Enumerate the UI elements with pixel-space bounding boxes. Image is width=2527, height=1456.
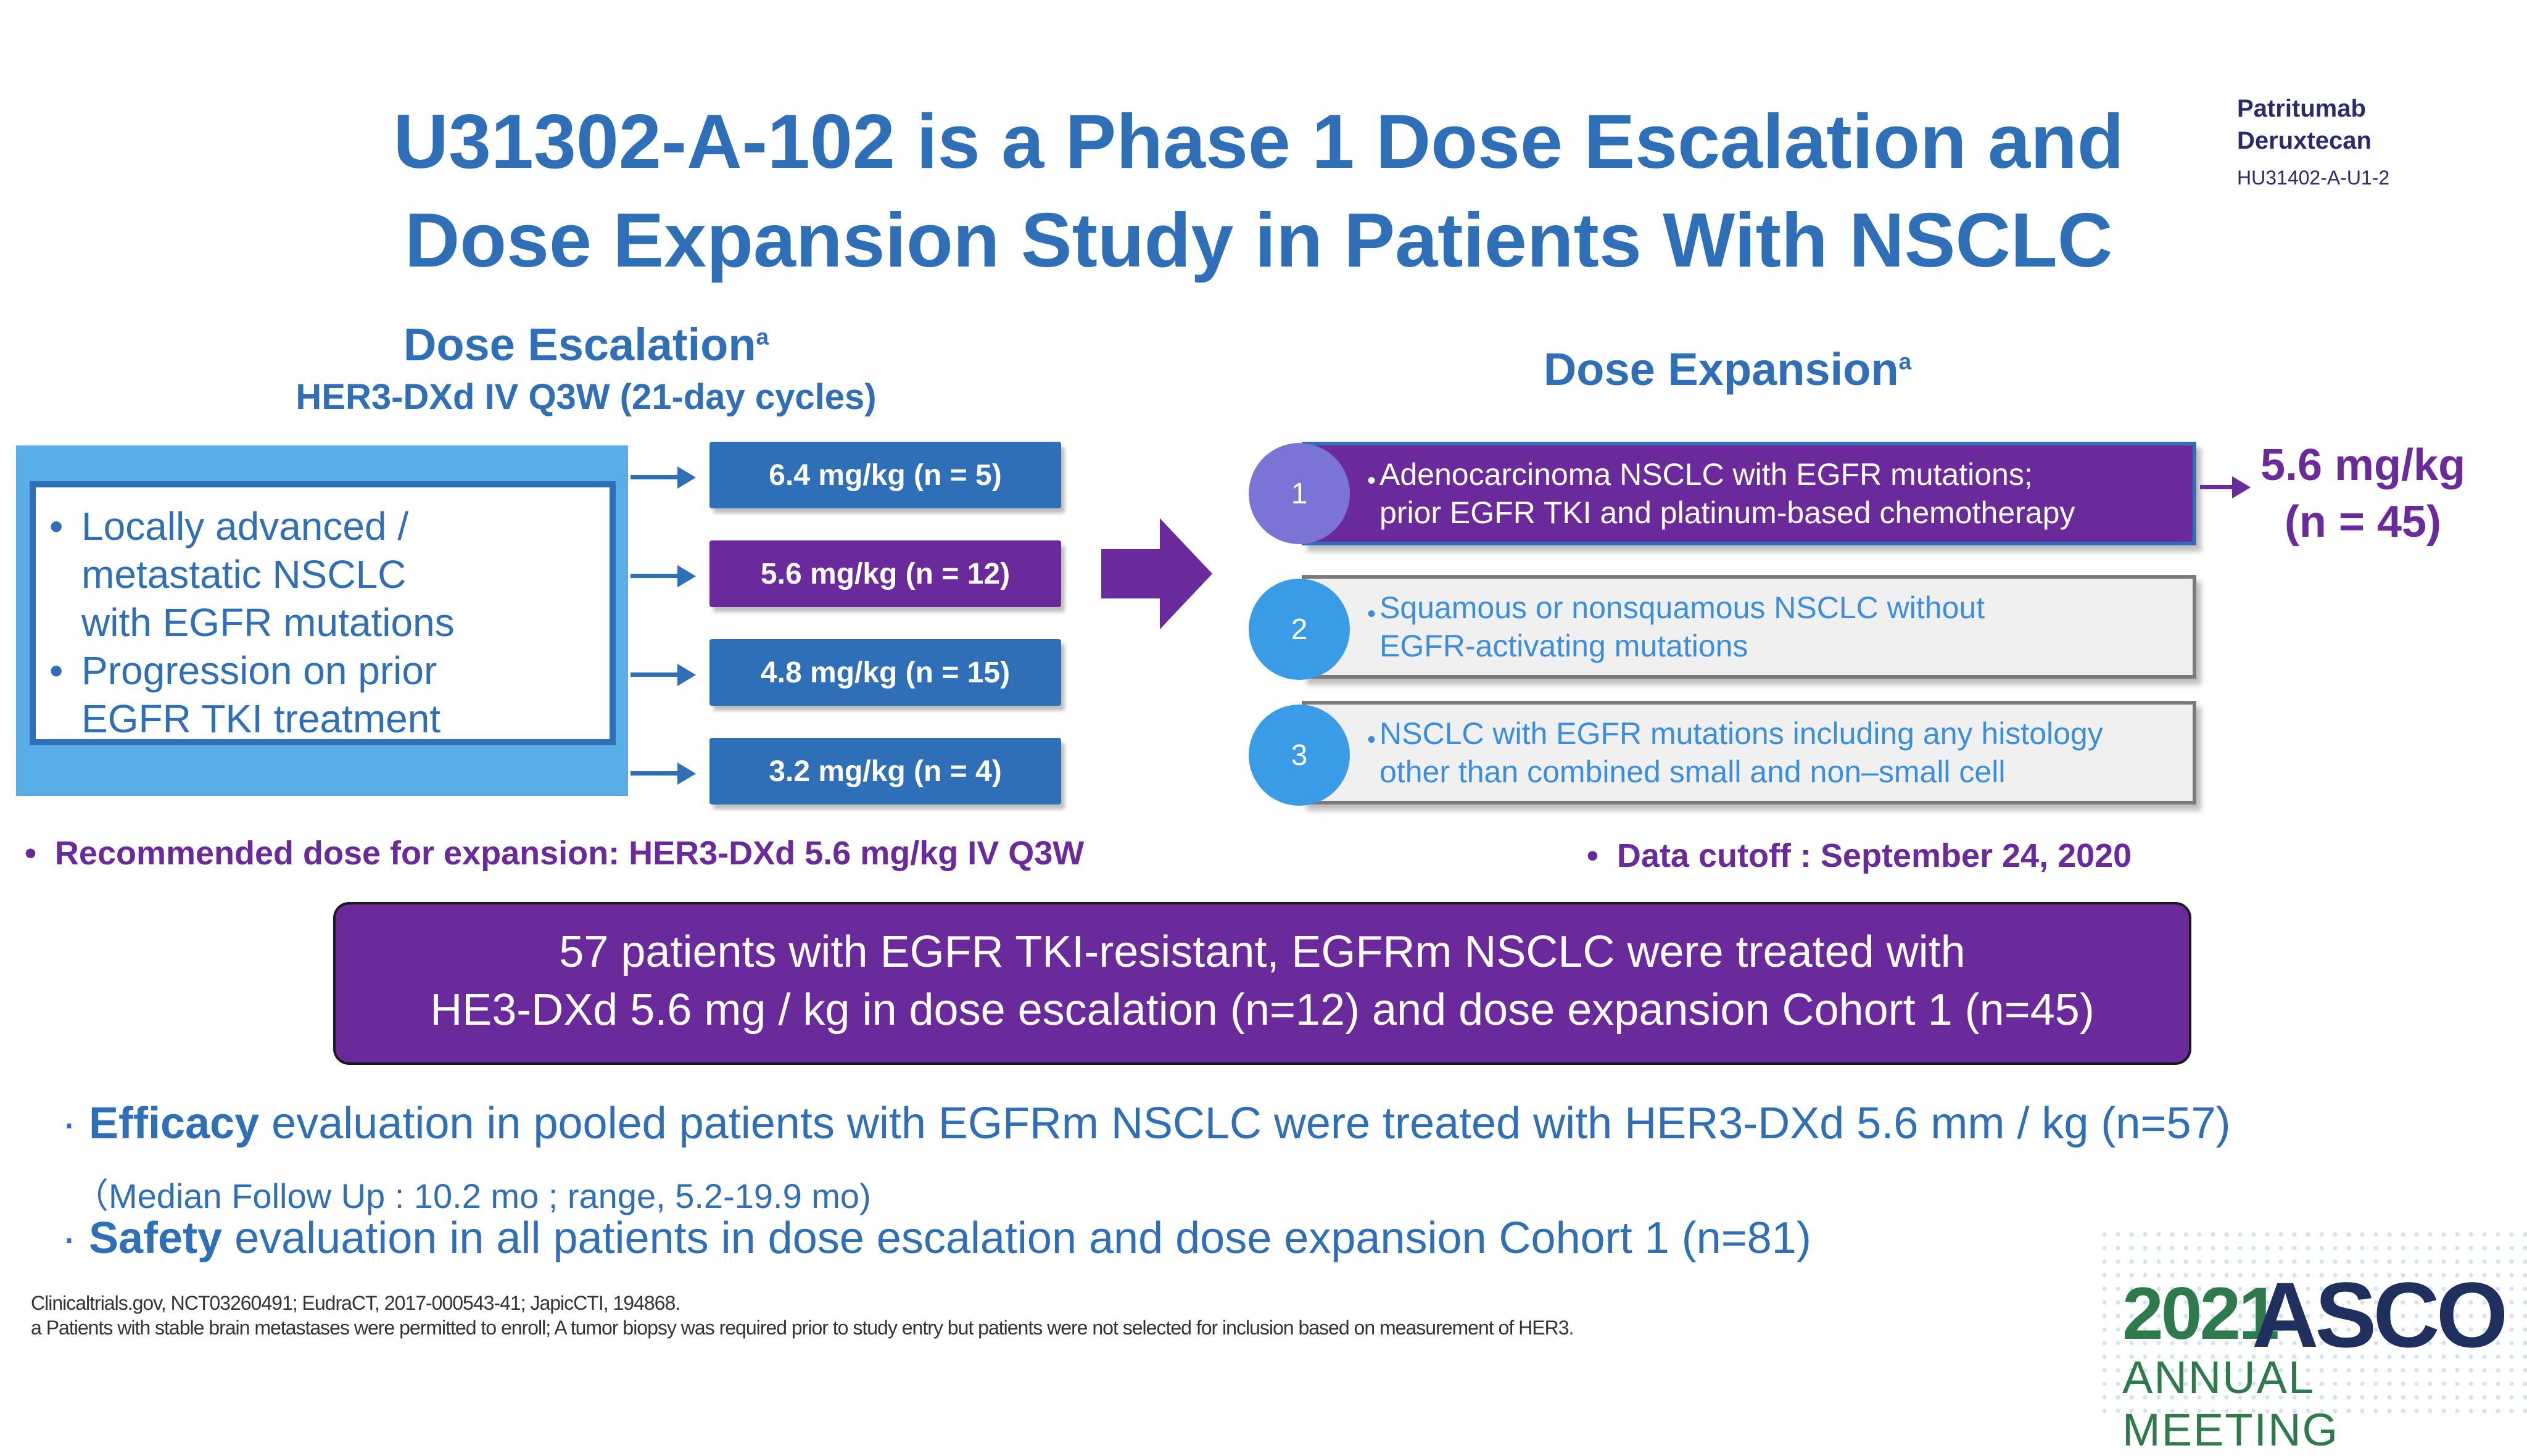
cohort-3-number: 3 xyxy=(1249,705,1350,806)
data-cutoff-note: • Data cutoff : September 24, 2020 xyxy=(1587,837,2132,874)
bullet-dot: • xyxy=(49,648,64,693)
expansion-dose: 5.6 mg/kg (n = 45) xyxy=(2258,437,2468,550)
safety-line: · Safety evaluation in all patients in d… xyxy=(62,1213,1811,1264)
logo-name: ASCO xyxy=(2252,1263,2508,1367)
brand-line-1: Patritumab xyxy=(2237,95,2366,122)
population-item: •Progression on prior xyxy=(49,647,610,695)
bullet-dot: • xyxy=(1587,837,1617,874)
dose-box-3-2: 3.2 mg/kg (n = 4) xyxy=(709,738,1061,805)
cohort-2-line-2: EGFR-activating mutations xyxy=(1379,629,1748,663)
page-title: U31302-A-102 is a Phase 1 Dose Escalatio… xyxy=(185,93,2332,290)
bullet-dot: · xyxy=(62,1214,89,1263)
followup-line: （Median Follow Up : 10.2 mo ; range, 5.2… xyxy=(74,1177,871,1215)
dose-box-4-8: 4.8 mg/kg (n = 15) xyxy=(709,639,1061,706)
footnote-2: a Patients with stable brain metastases … xyxy=(31,1317,1574,1339)
efficacy-label: Efficacy xyxy=(88,1099,260,1148)
cohort-2-line-1: Squamous or nonsquamous NSCLC without xyxy=(1379,590,1985,625)
safety-label: Safety xyxy=(88,1214,223,1263)
bullet-dot: · xyxy=(62,1099,89,1148)
dose-arrow-line xyxy=(631,771,680,776)
cohort-2-number: 2 xyxy=(1249,579,1350,680)
summary-line-2: HE3-DXd 5.6 mg / kg in dose escalation (… xyxy=(430,985,2095,1035)
escalation-heading-text: Dose Escalation xyxy=(403,319,756,370)
escalation-heading: Dose Escalationa xyxy=(154,318,1018,371)
efficacy-text: evaluation in pooled patients with EGFRm… xyxy=(259,1099,2231,1148)
expansion-arrow-line xyxy=(2200,485,2237,489)
population-box: •Locally advanced / metastatic NSCLC wit… xyxy=(30,481,616,745)
expansion-heading: Dose Expansiona xyxy=(1388,343,2067,395)
bullet-dot: • xyxy=(25,835,55,872)
recommended-dose-note: • Recommended dose for expansion: HER3-D… xyxy=(25,835,1085,872)
population-item: •Locally advanced / xyxy=(49,502,610,550)
cohort-1: • Adenocarcinoma NSCLC with EGFR mutatio… xyxy=(1302,442,2196,545)
brand-code: HU31402-A-U1-2 xyxy=(2237,167,2390,189)
cohort-1-number: 1 xyxy=(1249,443,1350,544)
efficacy-line: · Efficacy evaluation in pooled patients… xyxy=(62,1098,2231,1149)
bullet-dot: • xyxy=(1367,600,1376,627)
escalation-heading-sup: a xyxy=(756,324,769,350)
cohort-3: • NSCLC with EGFR mutations including an… xyxy=(1302,701,2196,805)
dose-arrow-line xyxy=(631,574,680,578)
title-line-2: Dose Expansion Study in Patients With NS… xyxy=(404,198,2113,283)
logo-year: 2021 xyxy=(2122,1272,2280,1355)
population-item-cont: EGFR TKI treatment xyxy=(81,697,441,741)
population-line-3: with EGFR mutations xyxy=(81,600,455,645)
cohort-3-line-2: other than combined small and non–small … xyxy=(1379,755,2006,789)
bullet-dot: • xyxy=(1367,726,1376,753)
bullet-dot: • xyxy=(49,504,64,548)
drug-brand: Patritumab Deruxtecan HU31402-A-U1-2 xyxy=(2237,93,2471,194)
cohort-2: • Squamous or nonsquamous NSCLC without … xyxy=(1302,575,2196,679)
brand-line-2: Deruxtecan xyxy=(2237,127,2372,154)
escalation-subheading: HER3-DXd IV Q3W (21-day cycles) xyxy=(296,377,877,417)
bullet-dot: • xyxy=(1367,467,1376,494)
footnote-1: Clinicaltrials.gov, NCT03260491; EudraCT… xyxy=(31,1292,680,1314)
population-item-cont: metastatic NSCLC xyxy=(81,552,407,597)
summary-box: 57 patients with EGFR TKI-resistant, EGF… xyxy=(333,902,2191,1065)
big-arrow-icon xyxy=(1101,518,1212,629)
dose-box-6-4: 6.4 mg/kg (n = 5) xyxy=(709,442,1061,508)
dose-box-5-6: 5.6 mg/kg (n = 12) xyxy=(709,540,1061,607)
expansion-heading-sup: a xyxy=(1898,349,1912,374)
dose-arrow-line xyxy=(631,475,680,479)
expansion-heading-text: Dose Expansion xyxy=(1543,344,1899,395)
arrow-right-icon xyxy=(2232,476,2251,498)
dose-arrow-line xyxy=(631,672,680,677)
arrow-right-icon xyxy=(677,466,696,489)
expansion-dose-n: (n = 45) xyxy=(2284,497,2442,547)
safety-text: evaluation in all patients in dose escal… xyxy=(222,1214,1811,1263)
arrow-right-icon xyxy=(677,763,696,785)
logo-dot-pattern xyxy=(2098,1228,2527,1421)
arrow-right-icon xyxy=(677,565,696,587)
title-line-1: U31302-A-102 is a Phase 1 Dose Escalatio… xyxy=(393,99,2124,184)
cohort-1-line-1: Adenocarcinoma NSCLC with EGFR mutations… xyxy=(1379,457,2033,492)
population-item-cont: with EGFR mutations xyxy=(81,598,610,647)
expansion-dose-value: 5.6 mg/kg xyxy=(2260,441,2466,490)
cohort-1-line-2: prior EGFR TKI and platinum-based chemot… xyxy=(1379,495,2075,530)
summary-line-1: 57 patients with EGFR TKI-resistant, EGF… xyxy=(559,927,1966,977)
arrow-right-icon xyxy=(677,664,696,686)
logo-subtitle: ANNUAL MEETING xyxy=(2122,1352,2339,1455)
cohort-3-line-1: NSCLC with EGFR mutations including any … xyxy=(1379,716,2103,751)
